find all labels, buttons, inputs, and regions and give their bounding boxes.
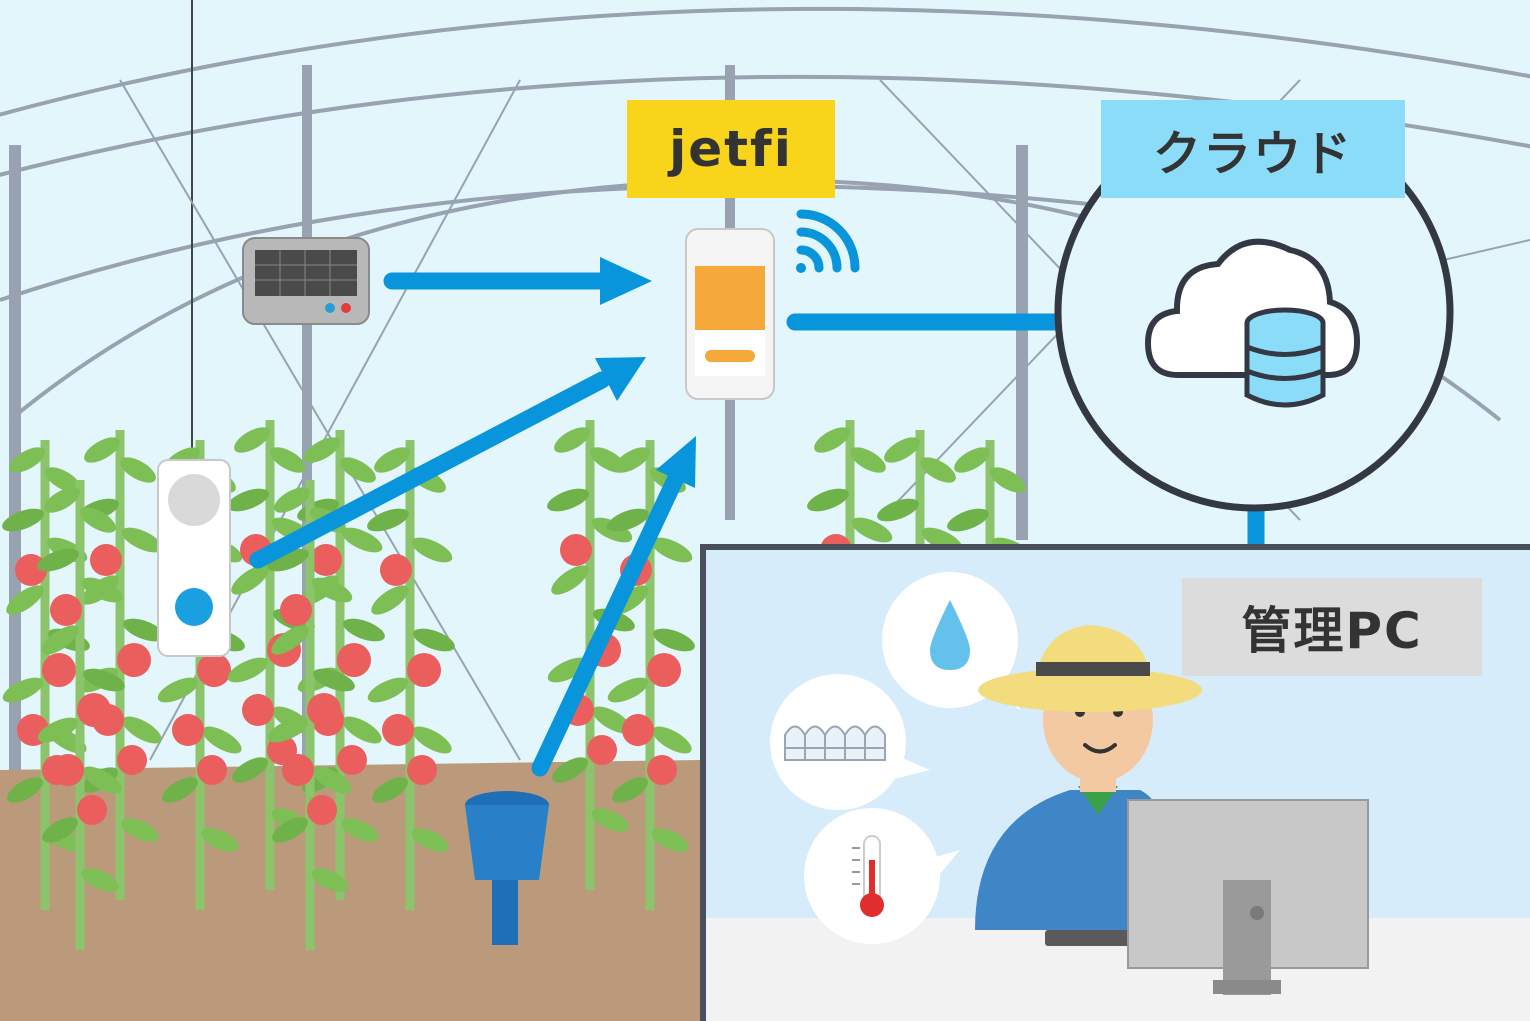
jetfi-label-bg (627, 100, 835, 198)
cloud-database-icon (1054, 112, 1454, 512)
pc-label-bg (1182, 578, 1482, 676)
thermometer-icon (852, 835, 884, 917)
data-logger-icon (242, 237, 370, 325)
management-pc-label: 管理PC (1241, 602, 1423, 660)
cloud-label: クラウド (1152, 126, 1353, 182)
temperature-bubble (804, 808, 960, 944)
cloud-label-bg (1101, 100, 1405, 198)
greenhouse-icon (784, 725, 886, 761)
wifi-signal-icon (796, 209, 860, 273)
soil-sensor-icon (465, 791, 549, 945)
wall-sensor-icon (157, 459, 231, 657)
monitor-icon (1127, 799, 1369, 995)
greenhouse-bubble (770, 674, 930, 810)
pocket-wifi-router-icon (685, 228, 775, 400)
water-drop-icon (930, 600, 970, 670)
router-label: jetfi (669, 120, 793, 178)
